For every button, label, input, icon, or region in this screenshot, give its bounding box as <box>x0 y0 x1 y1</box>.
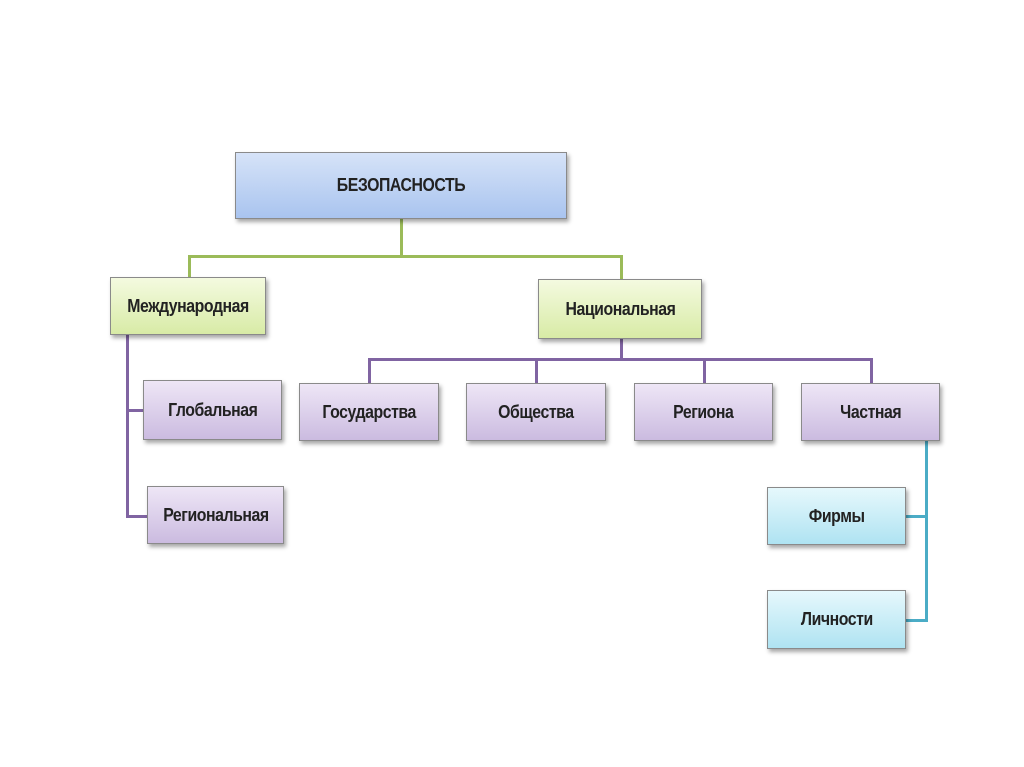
connector-line <box>368 358 873 361</box>
connector-line <box>870 358 873 384</box>
node-label: Региона <box>673 401 734 422</box>
node-label: Государства <box>322 401 416 422</box>
node-label: Личности <box>800 609 873 629</box>
node-state: Государства <box>299 383 439 441</box>
node-label: Международная <box>127 295 249 316</box>
node-regional: Региональная <box>147 486 284 544</box>
node-security: БЕЗОПАСНОСТЬ <box>235 152 567 219</box>
connector-line <box>400 219 403 257</box>
connector-line <box>126 335 129 518</box>
connector-line <box>126 515 148 518</box>
node-label: Глобальная <box>167 399 258 420</box>
node-region: Региона <box>634 383 773 441</box>
node-global: Глобальная <box>143 380 282 440</box>
node-label: Фирмы <box>808 505 865 526</box>
connector-line <box>188 255 191 278</box>
connector-line <box>906 619 928 622</box>
node-label: Национальная <box>565 298 675 319</box>
connector-line <box>703 358 706 384</box>
node-label: Региональная <box>162 504 269 525</box>
node-label: Частная <box>839 401 902 422</box>
connector-line <box>906 515 928 518</box>
connector-line <box>620 339 623 360</box>
node-persons: Личности <box>767 590 906 649</box>
node-label: БЕЗОПАСНОСТЬ <box>336 175 466 195</box>
node-private: Частная <box>801 383 940 441</box>
connector-line <box>188 255 623 258</box>
node-firms: Фирмы <box>767 487 906 545</box>
node-national: Национальная <box>538 279 702 339</box>
connector-line <box>535 358 538 384</box>
connector-line <box>925 441 928 622</box>
node-international: Международная <box>110 277 266 335</box>
node-label: Общества <box>498 401 574 422</box>
connector-line <box>620 255 623 280</box>
connector-line <box>368 358 371 384</box>
connector-line <box>126 409 144 412</box>
node-society: Общества <box>466 383 606 441</box>
